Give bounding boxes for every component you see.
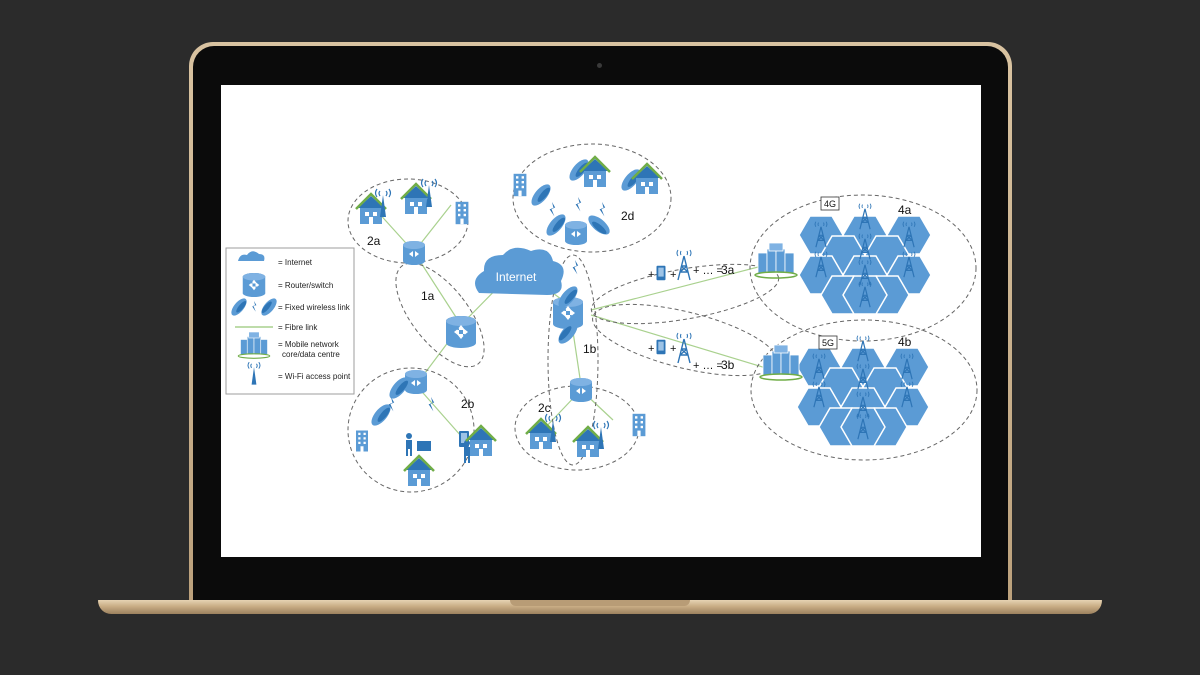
house-icon bbox=[464, 424, 498, 458]
label-3a: 3a bbox=[721, 263, 735, 277]
label-1b: 1b bbox=[583, 342, 597, 356]
internet-label: Internet bbox=[496, 270, 537, 284]
building-icon bbox=[455, 201, 469, 225]
badge-4g-label: 4G bbox=[824, 199, 836, 209]
cell-tower-icon bbox=[676, 332, 692, 364]
phone-icon bbox=[656, 265, 666, 281]
building-icon bbox=[632, 413, 646, 437]
person-icon bbox=[464, 440, 470, 463]
router-2c-icon bbox=[570, 378, 592, 402]
legend-wireless: = Fixed wireless link bbox=[278, 303, 351, 312]
house-icon bbox=[402, 454, 436, 488]
label-4a: 4a bbox=[898, 203, 912, 217]
datacentre-icon bbox=[759, 344, 803, 381]
network-diagram: = Internet = Router/switch = Fixed wirel… bbox=[225, 143, 978, 493]
wireless-link-icon bbox=[599, 202, 606, 217]
wireless-link-icon bbox=[572, 260, 579, 275]
building-icon bbox=[513, 173, 527, 197]
router-2a-icon bbox=[403, 241, 425, 265]
house-icon bbox=[399, 182, 433, 216]
legend-box bbox=[225, 247, 355, 395]
legend-router: = Router/switch bbox=[278, 281, 333, 290]
phone-icon bbox=[656, 339, 666, 355]
region-2a: 2a bbox=[354, 178, 469, 248]
router-2d-icon bbox=[565, 221, 587, 245]
region-3a: + + + … = 3a bbox=[648, 249, 735, 281]
region-4a-cells: 4G 4a bbox=[754, 196, 932, 315]
cell-tower-icon bbox=[676, 249, 692, 281]
badge-4g bbox=[820, 196, 840, 211]
legend-fibre: = Fibre link bbox=[278, 323, 318, 332]
region-2c: 2c bbox=[524, 401, 646, 459]
wireless-link-icon bbox=[549, 202, 556, 217]
legend-internet: = Internet bbox=[278, 258, 313, 267]
router-1a-icon bbox=[446, 316, 476, 348]
link-equation: + … = bbox=[693, 265, 723, 277]
datacentre-icon bbox=[754, 242, 798, 279]
plus-sign: + bbox=[670, 269, 676, 281]
dish-icon bbox=[585, 212, 613, 238]
label-2b: 2b bbox=[461, 397, 475, 411]
router-icon bbox=[242, 273, 266, 297]
legend-mobile-2: core/data centre bbox=[282, 350, 340, 359]
display-screen: = Internet = Router/switch = Fixed wirel… bbox=[221, 85, 981, 557]
plus-sign: + bbox=[648, 343, 654, 355]
region-2d: 2d bbox=[513, 155, 664, 275]
person-icon bbox=[406, 433, 412, 456]
dish-icon bbox=[528, 181, 554, 209]
internet-cloud: Internet bbox=[475, 247, 564, 295]
link-equation: + … = bbox=[693, 360, 723, 372]
label-1a: 1a bbox=[421, 289, 435, 303]
badge-5g-label: 5G bbox=[822, 338, 834, 348]
label-2a: 2a bbox=[367, 234, 381, 248]
webcam-icon bbox=[597, 63, 602, 68]
laptop-base bbox=[98, 600, 1102, 614]
label-4b: 4b bbox=[898, 335, 912, 349]
laptop-hinge-notch bbox=[510, 600, 690, 606]
label-2c: 2c bbox=[538, 401, 551, 415]
badge-5g bbox=[818, 335, 838, 350]
laptop-icon bbox=[417, 441, 431, 451]
label-3b: 3b bbox=[721, 358, 735, 372]
label-2d: 2d bbox=[621, 209, 634, 223]
cloud-icon bbox=[238, 251, 265, 261]
region-3b: + + + … = 3b bbox=[648, 332, 735, 372]
region-2b: 2b bbox=[356, 374, 498, 488]
building-icon bbox=[356, 430, 368, 452]
wireless-link-icon bbox=[575, 197, 582, 212]
plus-sign: + bbox=[648, 269, 654, 281]
legend-wifi: = Wi-Fi access point bbox=[278, 372, 351, 381]
legend-mobile-1: = Mobile network bbox=[278, 340, 340, 349]
house-icon bbox=[571, 425, 605, 459]
legend: = Internet = Router/switch = Fixed wirel… bbox=[225, 247, 355, 395]
region-4b-cells: 5G 4b bbox=[759, 335, 930, 447]
plus-sign: + bbox=[670, 343, 676, 355]
